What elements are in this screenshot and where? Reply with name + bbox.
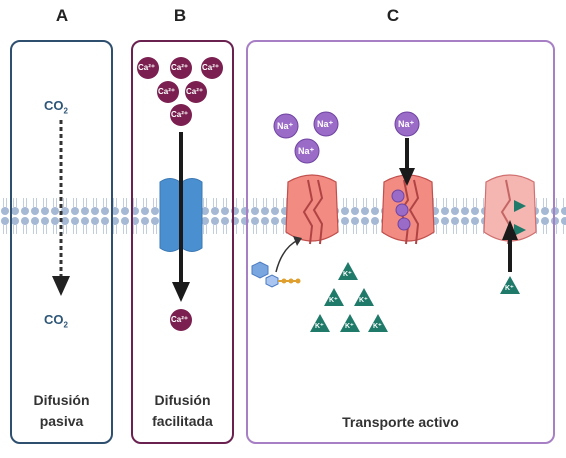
panel-b-caption-line1: Difusión (154, 392, 211, 408)
k-label-2: K⁺ (329, 297, 338, 304)
na-label-3: Na⁺ (298, 146, 315, 156)
panel-a-caption-line2: pasiva (39, 413, 84, 429)
k-label-6: K⁺ (373, 323, 382, 330)
pump-protein-2 (381, 174, 435, 245)
calcium-ions (137, 57, 223, 331)
lipid-bilayer (0, 188, 566, 242)
pump-protein-1 (285, 174, 339, 245)
na-label-2: Na⁺ (317, 119, 334, 129)
panel-b (131, 40, 234, 444)
panel-a-caption-line1: Difusión (33, 392, 90, 408)
panel-b-caption-line2: facilitada (152, 413, 213, 429)
k-label-1: K⁺ (343, 271, 352, 278)
ca-label-6: Ca²⁺ (171, 110, 189, 119)
ca-label-1: Ca²⁺ (138, 63, 156, 72)
facilitated-arrow-b (172, 132, 190, 302)
ca-label-3: Ca²⁺ (202, 63, 220, 72)
na-label-4: Na⁺ (398, 119, 415, 129)
panel-c-caption: Transporte activo (342, 414, 459, 430)
pump-protein-3 (483, 174, 537, 245)
panel-a-letter: A (55, 6, 69, 25)
co2-bottom-sub: 2 (63, 320, 68, 330)
k-label-3: K⁺ (359, 297, 368, 304)
co2-bottom-text: CO (44, 312, 64, 327)
diffusion-arrow-a (52, 120, 70, 296)
panel-c-letter: C (386, 6, 400, 25)
co2-top-sub: 2 (63, 106, 68, 116)
sodium-arrow (399, 138, 415, 186)
ca-label-7: Ca²⁺ (171, 315, 189, 324)
sodium-ions (273, 111, 420, 164)
co2-top-text: CO (44, 98, 64, 113)
k-label-5: K⁺ (345, 323, 354, 330)
k-label-7: K⁺ (505, 285, 514, 292)
panel-a-caption: Difusión pasiva (10, 390, 113, 432)
channel-protein (159, 178, 203, 252)
ca-label-2: Ca²⁺ (171, 63, 189, 72)
atp-arrowhead (293, 236, 302, 246)
potassium-arrow (502, 220, 518, 272)
ca-label-5: Ca²⁺ (186, 87, 204, 96)
panel-a (10, 40, 113, 444)
ca-label-4: Ca²⁺ (158, 87, 176, 96)
potassium-ions (310, 262, 520, 332)
panel-b-caption: Difusión facilitada (131, 390, 234, 432)
k-label-4: K⁺ (315, 323, 324, 330)
na-label-1: Na⁺ (277, 121, 294, 131)
co2-top-label: CO2 (44, 98, 68, 116)
panel-b-letter: B (173, 6, 187, 25)
panel-c (246, 40, 555, 444)
co2-bottom-label: CO2 (44, 312, 68, 330)
atp-icon (251, 261, 301, 288)
